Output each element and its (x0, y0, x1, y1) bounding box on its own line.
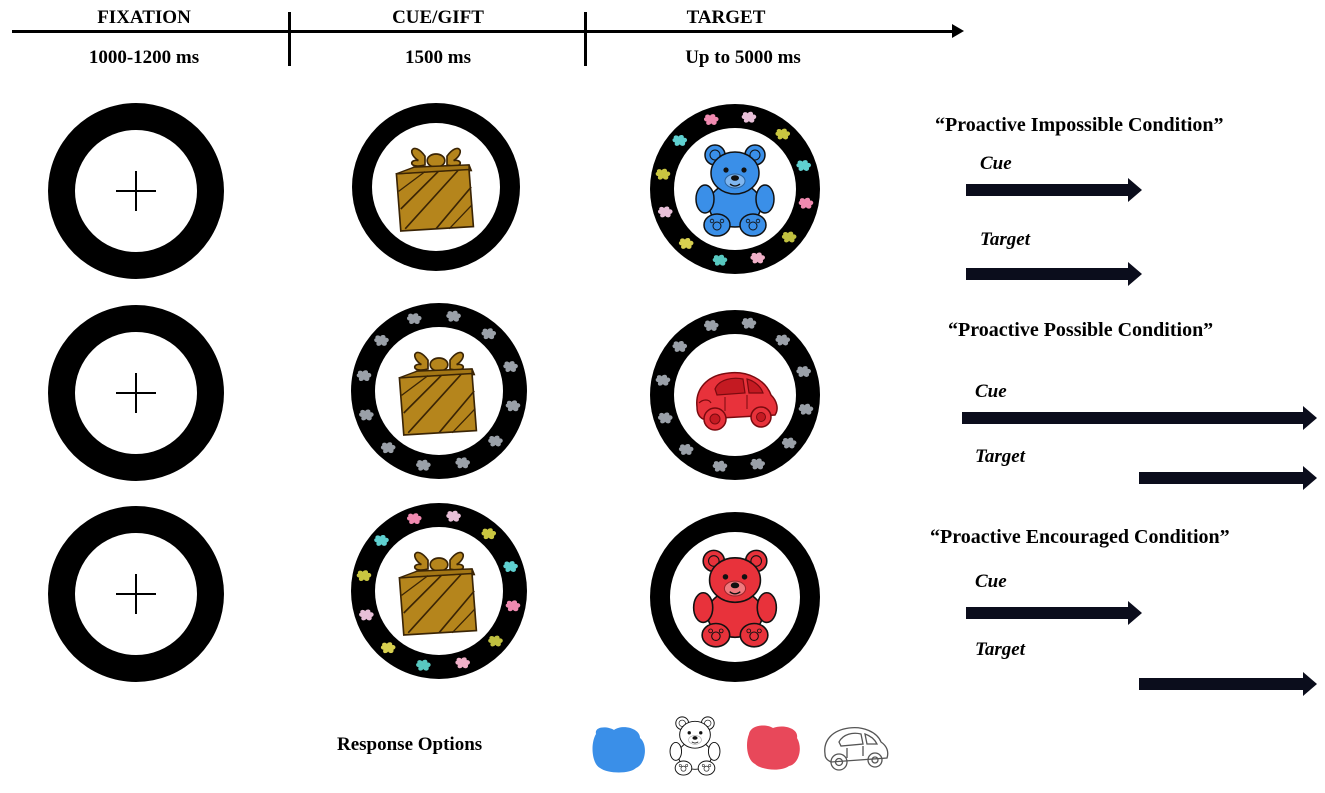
timeline-tick-2 (584, 12, 587, 66)
red-car-icon (685, 345, 785, 445)
ring-blob-icon (446, 510, 461, 522)
ring-blob-icon (655, 374, 671, 386)
ring-blob-icon (703, 320, 719, 331)
ring-blob-icon (455, 457, 470, 469)
ring-blob-icon (657, 412, 673, 424)
fixation-cross-icon (116, 171, 156, 211)
cue-label: Cue (980, 153, 1012, 174)
fixation-cross-icon (116, 373, 156, 413)
response-options-label: Response Options (337, 734, 483, 755)
red-bear-icon (682, 544, 788, 650)
ring-blob-icon (356, 570, 372, 582)
condition-title-encouraged: “Proactive Encouraged Condition” (930, 526, 1230, 548)
ring-blob-icon (657, 206, 673, 218)
ring-blob-icon (406, 513, 422, 525)
target-label: Target (975, 446, 1025, 467)
ring-blob-icon (775, 334, 791, 346)
target-duration-arrow (1139, 466, 1317, 490)
cue-ring-color-blobs (351, 503, 527, 679)
fixation-ring (48, 305, 224, 481)
ring-blob-icon (741, 111, 757, 123)
target-ring-plain (650, 512, 820, 682)
phase-duration-cue: 1500 ms (405, 47, 471, 68)
target-label: Target (975, 639, 1025, 660)
condition-title-possible: “Proactive Possible Condition” (948, 319, 1214, 341)
cue-duration-arrow (966, 178, 1142, 202)
timeline-arrowhead (952, 24, 964, 38)
ring-blob-icon (712, 460, 728, 472)
ring-blob-icon (416, 459, 431, 471)
ring-blob-icon (703, 114, 719, 125)
ring-blob-icon (416, 659, 431, 671)
cue-ring-plain (352, 103, 520, 271)
ring-blob-icon (455, 657, 470, 669)
phase-duration-fixation: 1000-1200 ms (88, 47, 200, 68)
target-label: Target (980, 229, 1030, 250)
ring-blob-icon (796, 160, 811, 171)
timeline-tick-1 (288, 12, 291, 66)
ring-blob-icon (505, 400, 521, 412)
gift-icon (381, 132, 491, 242)
bear-outline-icon (663, 712, 727, 778)
ring-blob-icon (446, 310, 461, 322)
cue-duration-arrow (966, 601, 1142, 625)
ring-blob-icon (678, 443, 694, 455)
ring-blob-icon (712, 254, 728, 266)
ring-blob-icon (775, 128, 791, 140)
car-outline-icon (824, 726, 889, 771)
ring-blob-icon (798, 403, 814, 415)
ring-blob-icon (678, 237, 694, 249)
ring-blob-icon (750, 458, 765, 470)
target-ring-color-blobs (650, 104, 820, 274)
ring-blob-icon (750, 252, 765, 264)
fixation-cross-icon (116, 574, 156, 614)
target-ring-gray-blobs (650, 310, 820, 480)
phase-name-cue: CUE/GIFT (392, 7, 484, 28)
target-duration-arrow (966, 262, 1142, 286)
ring-blob-icon (741, 317, 757, 329)
ring-blob-icon (356, 370, 372, 382)
condition-title-impossible: “Proactive Impossible Condition” (935, 114, 1224, 136)
fixation-ring (48, 103, 224, 279)
fixation-ring (48, 506, 224, 682)
ring-blob-icon (406, 313, 422, 325)
ring-blob-icon (796, 366, 811, 377)
ring-blob-icon (359, 609, 374, 621)
red-patch-icon (747, 725, 800, 770)
phase-name-fixation: FIXATION (97, 7, 191, 28)
blue-patch-icon (592, 727, 645, 773)
gift-icon (384, 536, 494, 646)
phase-duration-target: Up to 5000 ms (685, 47, 801, 68)
phase-name-target: TARGET (686, 7, 766, 28)
cue-label: Cue (975, 571, 1007, 592)
blue-bear-icon (685, 139, 785, 239)
target-duration-arrow (1139, 672, 1317, 696)
ring-blob-icon (503, 561, 518, 572)
ring-blob-icon (359, 409, 374, 421)
ring-blob-icon (503, 361, 518, 372)
cue-duration-arrow (962, 406, 1317, 430)
cue-label: Cue (975, 381, 1007, 402)
timeline-axis (12, 30, 960, 33)
ring-blob-icon (505, 600, 521, 612)
gift-icon (384, 336, 494, 446)
cue-ring-gray-blobs (351, 303, 527, 479)
ring-blob-icon (655, 168, 671, 180)
ring-blob-icon (798, 197, 814, 209)
